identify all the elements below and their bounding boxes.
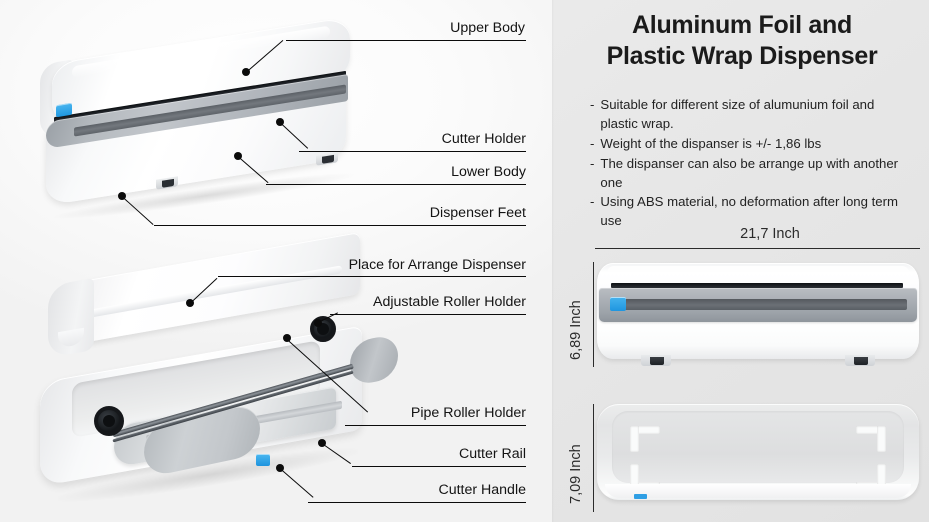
callout-dot [186, 299, 194, 307]
dimension-width-label: 21,7 Inch [740, 226, 800, 242]
callout-dot [118, 192, 126, 200]
cutter-handle-part [610, 297, 626, 311]
bottom-front-lip [605, 484, 911, 498]
callout-underline [286, 40, 526, 41]
callout-label: Place for Arrange Dispenser [348, 257, 526, 273]
feature-list: - Suitable for different size of alumuni… [590, 96, 910, 232]
callout-label: Lower Body [451, 164, 526, 180]
cutter-handle-part [56, 102, 72, 118]
list-item: - Using ABS material, no deformation aft… [590, 193, 910, 231]
bottom-view-render [597, 404, 919, 512]
callout-dot [318, 439, 326, 447]
list-item: - The dispanser can also be arrange up w… [590, 155, 910, 193]
list-item: - Weight of the dispanser is +/- 1,86 lb… [590, 135, 910, 154]
dispenser-foot [845, 355, 875, 366]
callout-label: Upper Body [450, 20, 525, 36]
bottom-inner-panel [612, 411, 904, 483]
callout-underline [299, 151, 526, 152]
dimension-height-front-line [593, 262, 594, 367]
front-body-highlight [607, 266, 909, 280]
callout-label: Adjustable Roller Holder [373, 294, 526, 310]
assembled-dispenser-render [28, 16, 358, 226]
bracket-arm [630, 426, 660, 434]
page-title: Aluminum Foil and Plastic Wrap Dispenser [566, 10, 918, 72]
callout-underline [154, 225, 526, 226]
bullet-dash: - [590, 97, 595, 112]
dispenser-foot [641, 355, 671, 366]
callout-underline [330, 314, 526, 315]
feature-text: Suitable for different size of alumunium… [600, 97, 875, 131]
arrange-bracket-recess [630, 426, 660, 452]
feature-text: Using ABS material, no deformation after… [600, 194, 899, 229]
callout-label: Cutter Rail [458, 446, 526, 462]
bracket-arm [856, 426, 886, 434]
wheel-hub [103, 415, 115, 427]
bullet-dash: - [590, 155, 595, 171]
bullet-dash: - [590, 135, 595, 151]
dimension-width-line [595, 248, 920, 249]
callout-label: Pipe Roller Holder [410, 405, 526, 421]
cutter-holder-part [599, 288, 917, 322]
callout-underline [308, 502, 526, 503]
list-item: - Suitable for different size of alumuni… [590, 96, 910, 134]
blade-slot [611, 283, 903, 288]
feature-text: Weight of the dispanser is +/- 1,86 lbs [600, 135, 822, 151]
callout-dot [276, 464, 284, 472]
arrange-bracket-recess [856, 426, 886, 452]
callout-label: Cutter Handle [438, 482, 526, 498]
adjustable-roller-wheel [94, 406, 124, 436]
title-line-1: Aluminum Foil and [632, 11, 852, 39]
callout-label: Cutter Holder [441, 131, 526, 147]
bracket-arm [630, 464, 639, 490]
callout-dot [242, 68, 250, 76]
callout-underline [218, 276, 526, 277]
callout-dot [283, 334, 291, 342]
callout-dot [276, 118, 284, 126]
cutter-handle-part [634, 494, 647, 499]
bracket-arm [630, 426, 639, 452]
callout-underline [352, 466, 526, 467]
callout-underline [345, 425, 526, 426]
bullet-dash: - [590, 194, 595, 210]
dimension-height-bottom-line [593, 404, 594, 512]
feature-text: The dispanser can also be arrange up wit… [600, 155, 899, 190]
front-view-render [597, 263, 919, 371]
dimension-height-bottom-label: 7,09 Inch [568, 444, 584, 504]
panel-divider [552, 0, 554, 522]
dispenser-foot [156, 176, 178, 190]
cutter-handle-part [256, 454, 270, 466]
bracket-arm [877, 464, 886, 490]
cutter-rail-part [623, 299, 907, 310]
dimension-height-front-label: 6,89 Inch [568, 300, 584, 360]
bracket-arm [877, 426, 886, 452]
callout-dot [314, 319, 322, 327]
callout-label: Dispenser Feet [429, 205, 526, 221]
lid-end-wall [48, 277, 94, 359]
callout-dot [234, 152, 242, 160]
callout-underline [266, 184, 526, 185]
title-line-2: Plastic Wrap Dispenser [606, 42, 878, 70]
